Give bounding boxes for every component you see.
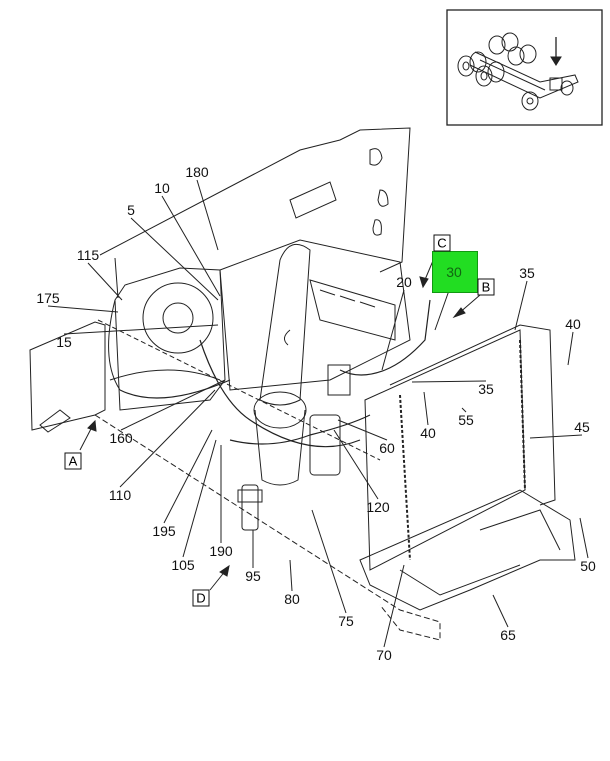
callout-45[interactable]: 45 xyxy=(574,419,590,435)
callout-30[interactable]: 30 xyxy=(446,264,462,280)
callout-10[interactable]: 10 xyxy=(154,180,170,196)
receiver-drier xyxy=(237,484,263,531)
leader-line-60 xyxy=(337,419,388,441)
leader-line-160 xyxy=(120,379,226,431)
callout-115[interactable]: 115 xyxy=(76,247,100,263)
callout-70[interactable]: 70 xyxy=(376,647,392,663)
leader-line-20 xyxy=(381,289,405,371)
callout-40[interactable]: 40 xyxy=(420,425,436,441)
leader-line-180 xyxy=(196,179,219,251)
reference-c[interactable]: C xyxy=(433,234,451,252)
leader-line-105 xyxy=(182,439,217,558)
reference-a[interactable]: A xyxy=(64,452,82,470)
leader-line-5 xyxy=(130,217,219,301)
leader-line-65 xyxy=(492,594,509,628)
callout-195[interactable]: 195 xyxy=(152,523,176,539)
radiator xyxy=(359,324,576,611)
leader-line-75 xyxy=(311,509,347,614)
frame-rail xyxy=(29,319,441,641)
engine xyxy=(219,239,411,476)
leader-line-195 xyxy=(163,429,213,524)
leader-line-35 xyxy=(411,380,487,383)
intake-pipe xyxy=(253,243,311,486)
callout-175[interactable]: 175 xyxy=(36,290,60,306)
callout-50[interactable]: 50 xyxy=(580,558,596,574)
reference-b[interactable]: B xyxy=(477,278,495,296)
leader-line-55 xyxy=(461,407,467,413)
callout-180[interactable]: 180 xyxy=(185,164,209,180)
callout-95[interactable]: 95 xyxy=(245,568,261,584)
callout-20[interactable]: 20 xyxy=(396,274,412,290)
callout-5[interactable]: 5 xyxy=(127,202,135,218)
callout-75[interactable]: 75 xyxy=(338,613,354,629)
fan-shroud xyxy=(108,267,226,411)
callout-55[interactable]: 55 xyxy=(458,412,474,428)
leader-line-80 xyxy=(289,559,293,592)
leader-line-70 xyxy=(383,564,405,648)
leader-line-35 xyxy=(514,280,528,331)
arrow-down-icon xyxy=(550,37,562,66)
leader-line-120 xyxy=(333,429,379,500)
callout-190[interactable]: 190 xyxy=(209,543,233,559)
hoses xyxy=(119,299,431,448)
callout-160[interactable]: 160 xyxy=(109,430,133,446)
leader-line-175 xyxy=(47,305,119,313)
callout-65[interactable]: 65 xyxy=(500,627,516,643)
callout-105[interactable]: 105 xyxy=(171,557,195,573)
leader-line-50 xyxy=(579,517,589,559)
truck-locator-inset xyxy=(446,9,603,126)
callout-80[interactable]: 80 xyxy=(284,591,300,607)
callout-35[interactable]: 35 xyxy=(478,381,494,397)
firewall-panel xyxy=(99,127,411,299)
leader-line-40 xyxy=(423,391,429,426)
reference-d[interactable]: D xyxy=(192,589,210,607)
leader-lines xyxy=(47,179,589,648)
leader-line-110 xyxy=(119,389,216,488)
callout-110[interactable]: 110 xyxy=(108,487,132,503)
reference-arrows xyxy=(79,255,481,591)
leader-line-115 xyxy=(87,262,123,301)
callout-15[interactable]: 15 xyxy=(56,334,72,350)
callout-40[interactable]: 40 xyxy=(565,316,581,332)
leader-line-40 xyxy=(567,331,574,366)
leader-line-45 xyxy=(529,434,583,439)
callout-120[interactable]: 120 xyxy=(366,499,390,515)
callout-35[interactable]: 35 xyxy=(519,265,535,281)
leader-line-10 xyxy=(161,195,221,297)
leader-line-15 xyxy=(63,324,219,335)
highlighted-part-30[interactable] xyxy=(432,251,478,293)
callout-60[interactable]: 60 xyxy=(379,440,395,456)
